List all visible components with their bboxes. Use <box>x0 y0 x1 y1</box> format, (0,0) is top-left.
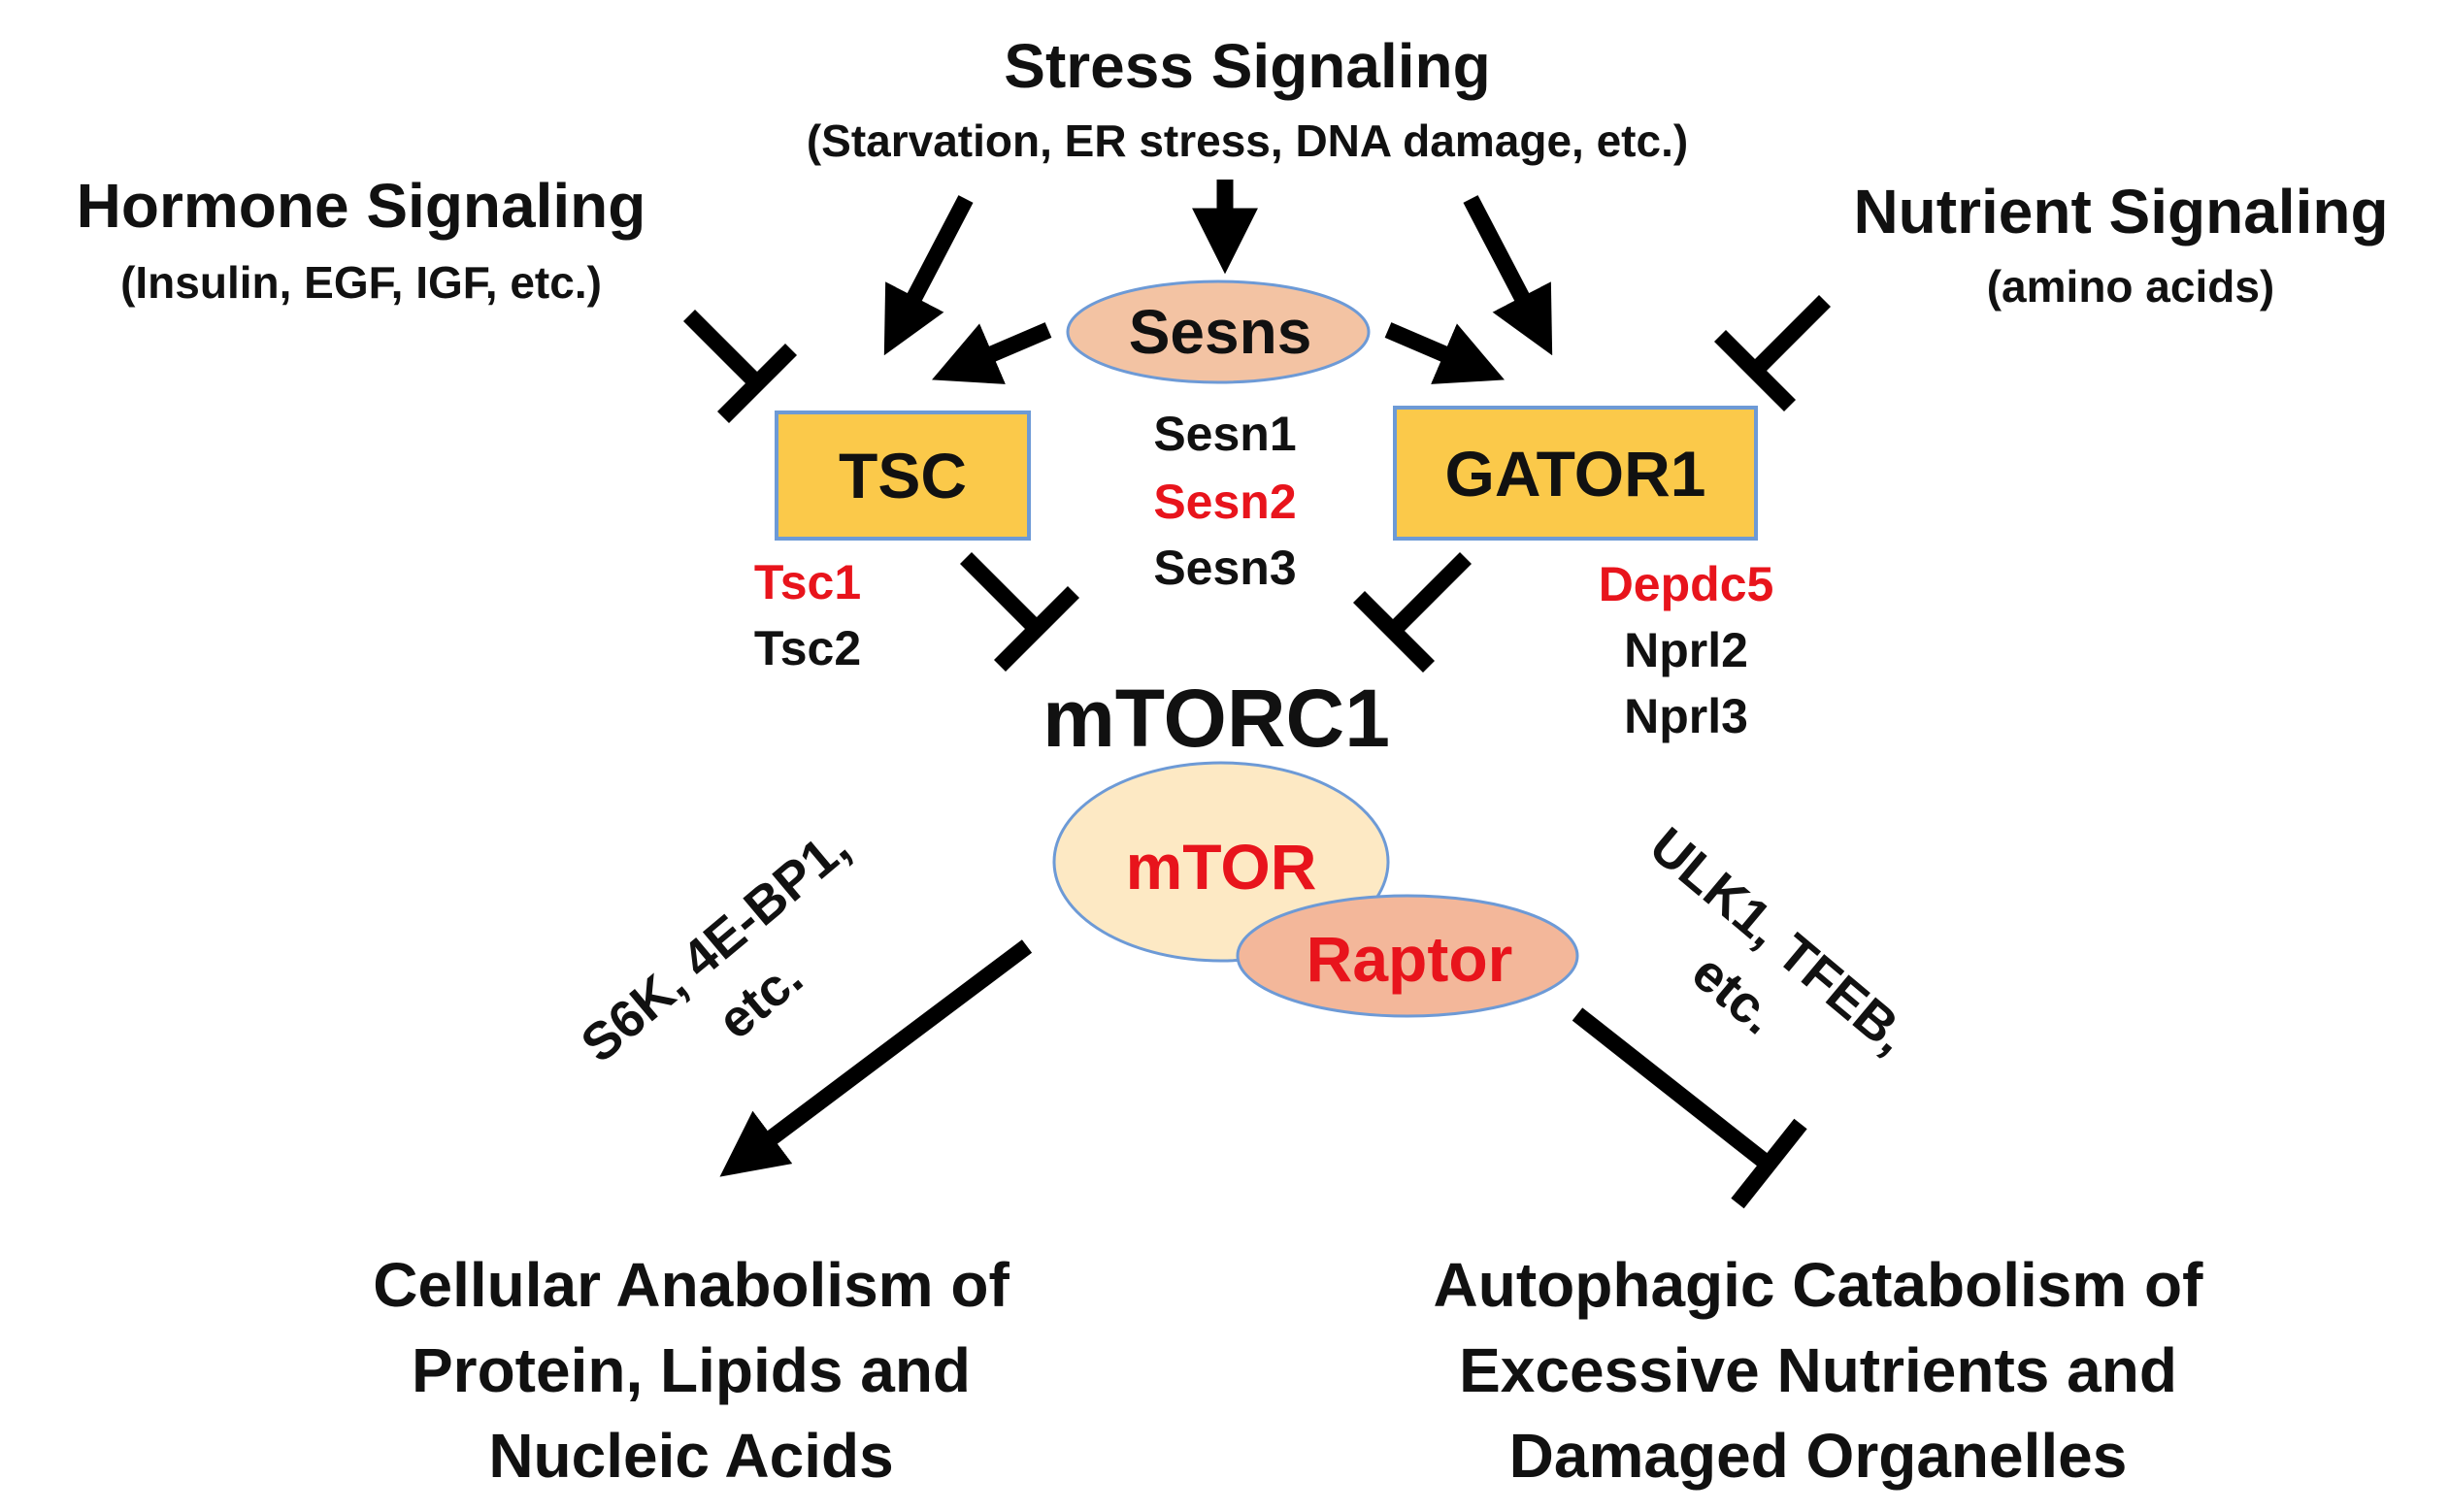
raptor-ellipse <box>1236 894 1579 1018</box>
nutrient-inhibits-gator1 <box>1713 294 1832 412</box>
stress-to-gator1-arrow <box>1463 195 1553 356</box>
anabolism-line1: Cellular Anabolism of <box>373 1250 1009 1320</box>
raptor-label: Raptor <box>1306 923 1513 995</box>
sesns-to-tsc-arrow <box>931 322 1052 384</box>
sesns-label: Sesns <box>1128 297 1312 367</box>
tsc-label: TSC <box>839 440 967 511</box>
stress-to-tsc-arrow <box>883 195 974 356</box>
mtorc1-to-anabolism-arrow <box>719 939 1033 1177</box>
tsc1-label: Tsc1 <box>753 555 862 609</box>
nprl2-label: Nprl2 <box>1624 623 1748 677</box>
gator1-label: GATOR1 <box>1444 438 1706 509</box>
tsc2-label: Tsc2 <box>753 621 862 675</box>
mtor-label: mTOR <box>1125 831 1317 903</box>
hormone-signaling-title: Hormone Signaling <box>76 171 646 241</box>
gator1-inhibits-mtorc1 <box>1352 551 1473 674</box>
tsc-box <box>775 411 1031 541</box>
stress-signaling-title: Stress Signaling <box>1004 31 1491 101</box>
sesn1-label: Sesn1 <box>1153 407 1297 461</box>
hormone-signaling-subtitle: (Insulin, EGF, IGF, etc.) <box>120 257 602 308</box>
nutrient-signaling-subtitle: (amino acids) <box>1986 261 2275 312</box>
catabolism-line2: Excessive Nutrients and <box>1459 1335 2177 1405</box>
catabolism-line1: Autophagic Catabolism of <box>1433 1250 2203 1320</box>
catabolism-line3: Damaged Organelles <box>1508 1421 2128 1491</box>
sesn3-label: Sesn3 <box>1153 541 1297 595</box>
depdc5-label: Depdc5 <box>1598 557 1774 611</box>
anabolism-line2: Protein, Lipids and <box>411 1335 972 1405</box>
sesn2-label: Sesn2 <box>1153 475 1297 529</box>
stress-signaling-subtitle: (Starvation, ER stress, DNA damage, etc.… <box>806 115 1689 166</box>
anabolism-output: Cellular Anabolism of Protein, Lipids an… <box>373 1242 1009 1498</box>
hormone-inhibits-tsc <box>682 309 798 424</box>
catabolism-output: Autophagic Catabolism of Excessive Nutri… <box>1434 1242 2203 1498</box>
mtorc1-label: mTORC1 <box>1042 673 1390 764</box>
nprl3-label: Nprl3 <box>1624 689 1748 743</box>
sesns-ellipse <box>1066 279 1371 384</box>
gator1-box <box>1393 406 1758 541</box>
tsc-inhibits-mtorc1 <box>959 551 1080 673</box>
mtorc1-inhibits-catabolism <box>1572 1007 1807 1209</box>
anabolism-line3: Nucleic Acids <box>488 1421 894 1491</box>
nutrient-signaling-title: Nutrient Signaling <box>1853 177 2389 247</box>
sesns-to-gator1-arrow <box>1384 322 1506 384</box>
